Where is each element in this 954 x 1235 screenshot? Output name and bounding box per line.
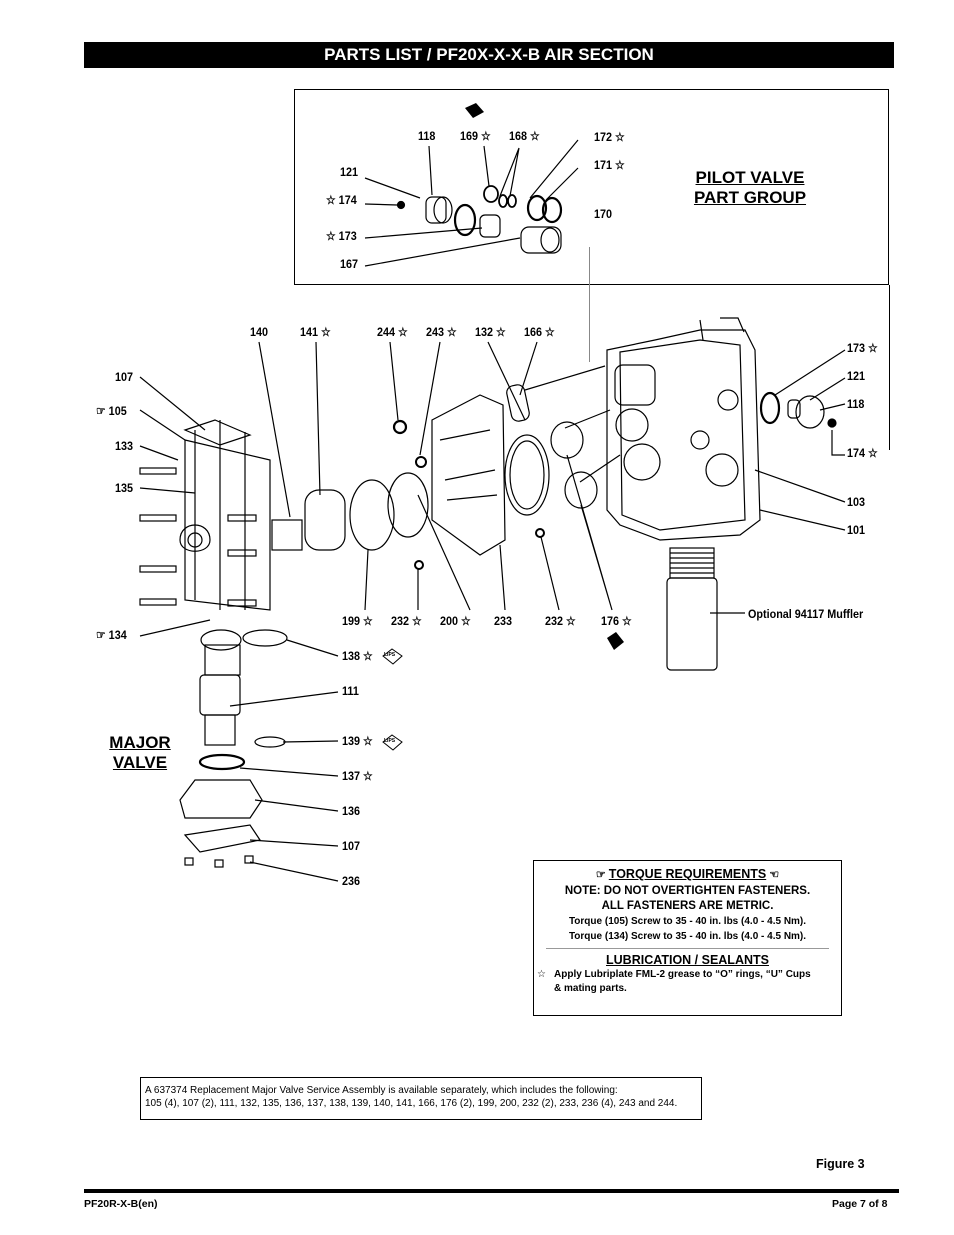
- star-icon: ☆: [537, 969, 546, 980]
- callout-136: 136: [342, 804, 361, 818]
- callout-199: 199 ☆: [342, 614, 373, 628]
- callout-111: 111: [342, 684, 359, 698]
- pointing-hand-left-icon: ☜: [769, 869, 780, 881]
- callout-101: 101: [847, 523, 866, 537]
- muffler: [666, 547, 745, 671]
- footer-page-number: Page 7 of 8: [832, 1198, 888, 1210]
- callout-167: 167: [340, 257, 359, 271]
- service-assembly-note: A 637374 Replacement Major Valve Service…: [140, 1077, 702, 1120]
- callout-170: 170: [594, 207, 613, 221]
- callout-121: 121: [340, 165, 359, 179]
- callout-173: ☆ 173: [326, 229, 357, 243]
- lubrication-line-2: & mating parts.: [554, 983, 627, 994]
- callout-236: 236: [342, 874, 361, 888]
- service-note-line-2: 105 (4), 107 (2), 111, 132, 135, 136, 13…: [145, 1098, 678, 1109]
- footer-doc-id: PF20R-X-B(en): [84, 1198, 158, 1210]
- torque-requirements-box: ☞ TORQUE REQUIREMENTS ☜ NOTE: DO NOT OVE…: [533, 860, 842, 1016]
- callout-176: 176 ☆: [601, 614, 632, 628]
- callout-232-b: 232 ☆: [545, 614, 576, 628]
- pilot-valve-parts: [396, 185, 563, 254]
- callout-133: 133: [115, 439, 134, 453]
- callout-139: 139 ☆: [342, 734, 373, 748]
- callout-107-bottom: 107: [342, 839, 361, 853]
- callout-103: 103: [847, 495, 866, 509]
- lips-icon-138: LIPS: [384, 652, 396, 658]
- torque-divider: [546, 948, 829, 949]
- callout-168: 168 ☆: [509, 129, 540, 143]
- lips-icons: [382, 103, 624, 751]
- torque-105: Torque (105) Screw to 35 - 40 in. lbs (4…: [568, 916, 807, 927]
- callout-118: 118: [418, 129, 436, 143]
- callout-171: 171 ☆: [594, 158, 625, 172]
- torque-note-1: NOTE: DO NOT OVERTIGHTEN FASTENERS.: [564, 885, 811, 897]
- lubrication-line-1: Apply Lubriplate FML-2 grease to “O” rin…: [554, 969, 811, 980]
- page-title: PARTS LIST / PF20X-X-X-B AIR SECTION: [84, 42, 894, 68]
- footer-rule: [84, 1189, 899, 1193]
- callout-137: 137 ☆: [342, 769, 373, 783]
- callout-174: ☆ 174: [326, 193, 357, 207]
- service-note-line-1: A 637374 Replacement Major Valve Service…: [145, 1085, 618, 1096]
- figure-label: Figure 3: [816, 1157, 865, 1171]
- callout-243: 243 ☆: [426, 325, 457, 339]
- lips-icon-139: LIPS: [384, 738, 396, 744]
- lubrication-text: ☆ Apply Lubriplate FML-2 grease to “O” r…: [534, 969, 841, 994]
- muffler-label: Optional 94117 Muffler: [748, 607, 864, 621]
- callout-244: 244 ☆: [377, 325, 408, 339]
- callout-169: 169 ☆: [460, 129, 491, 143]
- pilot-box-connector: [889, 285, 890, 450]
- callout-200: 200 ☆: [440, 614, 471, 628]
- callout-232: 232 ☆: [391, 614, 422, 628]
- major-valve-assembly: [139, 419, 288, 868]
- callout-132: 132 ☆: [475, 325, 506, 339]
- torque-note-2: ALL FASTENERS ARE METRIC.: [601, 900, 774, 912]
- callout-141: 141 ☆: [300, 325, 331, 339]
- callout-166: 166 ☆: [524, 325, 555, 339]
- callout-140: 140: [250, 325, 269, 339]
- callout-173-right: 173 ☆: [847, 341, 878, 355]
- center-body: [606, 317, 761, 541]
- pointing-hand-right-icon: ☞: [595, 869, 606, 881]
- torque-heading: TORQUE REQUIREMENTS: [608, 867, 767, 881]
- lubrication-heading: LUBRICATION / SEALANTS: [606, 953, 769, 967]
- callout-107: 107: [115, 370, 134, 384]
- gaskets: [271, 384, 598, 570]
- pilot-connector-line: [589, 247, 590, 362]
- callout-172: 172 ☆: [594, 130, 625, 144]
- callout-134: ☞ 134: [96, 628, 127, 642]
- callout-105: ☞ 105: [96, 404, 127, 418]
- torque-heading-row: ☞ TORQUE REQUIREMENTS ☜: [534, 867, 841, 881]
- callout-118-right: 118: [847, 397, 865, 411]
- callout-138: 138 ☆: [342, 649, 373, 663]
- pilot-valve-group-box: [294, 89, 889, 285]
- callout-121-right: 121: [847, 369, 866, 383]
- callout-174-right: 174 ☆: [847, 446, 878, 460]
- torque-134: Torque (134) Screw to 35 - 40 in. lbs (4…: [568, 931, 807, 942]
- callout-233: 233: [494, 614, 513, 628]
- callout-135: 135: [115, 481, 134, 495]
